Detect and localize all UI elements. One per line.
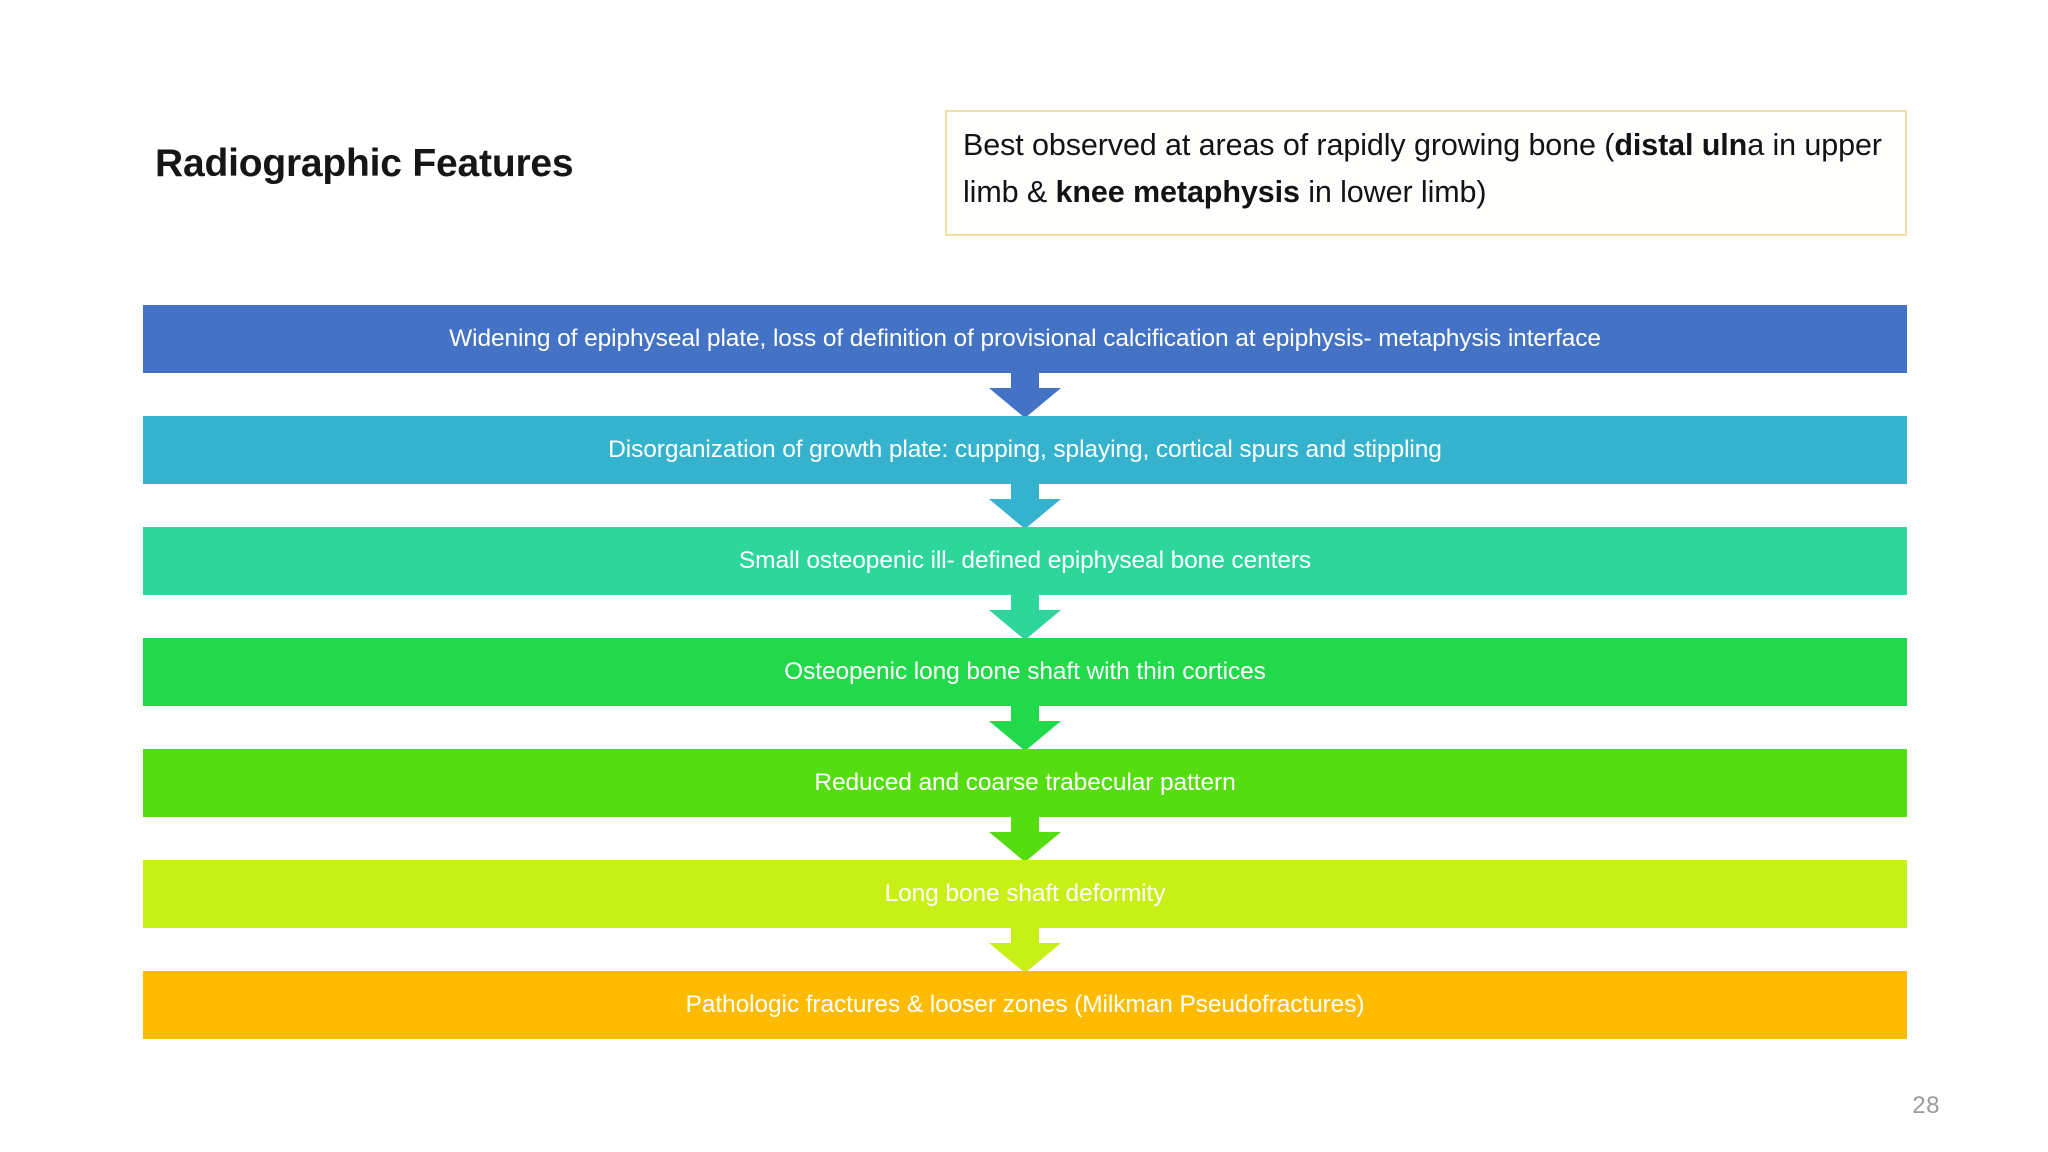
callout-segment: knee metaphysis <box>1055 175 1300 209</box>
flow-step-label: Disorganization of growth plate: cupping… <box>608 435 1442 463</box>
arrow-down-icon <box>983 926 1067 974</box>
flow-step-bar[interactable]: Small osteopenic ill- defined epiphyseal… <box>143 527 1907 595</box>
page-number: 28 <box>1912 1092 1940 1119</box>
flow-step-bar[interactable]: Osteopenic long bone shaft with thin cor… <box>143 638 1907 706</box>
flow-step: Small osteopenic ill- defined epiphyseal… <box>143 527 1907 641</box>
flow-step-bar[interactable]: Disorganization of growth plate: cupping… <box>143 416 1907 484</box>
arrow-down-icon <box>983 704 1067 752</box>
flow-step-bar[interactable]: Long bone shaft deformity <box>143 860 1907 928</box>
callout-segment: distal uln <box>1614 128 1748 162</box>
flow-step-bar[interactable]: Pathologic fractures & looser zones (Mil… <box>143 971 1907 1039</box>
flow-step: Reduced and coarse trabecular pattern <box>143 749 1907 863</box>
flow-diagram: Widening of epiphyseal plate, loss of de… <box>143 305 1907 1039</box>
flow-step-label: Small osteopenic ill- defined epiphyseal… <box>738 546 1312 574</box>
arrow-down-icon <box>983 593 1067 641</box>
flow-step: Long bone shaft deformity <box>143 860 1907 974</box>
flow-step-label: Pathologic fractures & looser zones (Mil… <box>685 990 1365 1018</box>
flow-step-label: Osteopenic long bone shaft with thin cor… <box>784 657 1266 685</box>
arrow-down-icon <box>983 482 1067 530</box>
page-title: Radiographic Features <box>155 142 574 185</box>
flow-step-bar[interactable]: Widening of epiphyseal plate, loss of de… <box>143 305 1907 373</box>
callout-text: Best observed at areas of rapidly growin… <box>963 122 1891 216</box>
flow-step: Widening of epiphyseal plate, loss of de… <box>143 305 1907 419</box>
callout-segment: Best observed at areas of rapidly growin… <box>963 128 1615 162</box>
flow-step: Disorganization of growth plate: cupping… <box>143 416 1907 530</box>
flow-step-bar[interactable]: Reduced and coarse trabecular pattern <box>143 749 1907 817</box>
arrow-down-icon <box>983 371 1067 419</box>
flow-step: Pathologic fractures & looser zones (Mil… <box>143 971 1907 1039</box>
callout-segment: in lower limb) <box>1299 175 1487 209</box>
flow-step-label: Reduced and coarse trabecular pattern <box>814 768 1236 796</box>
flow-step-label: Widening of epiphyseal plate, loss of de… <box>449 324 1601 352</box>
callout-box: Best observed at areas of rapidly growin… <box>945 110 1907 236</box>
callout-segment: a in upper limb & <box>963 128 1882 209</box>
flow-step-label: Long bone shaft deformity <box>884 879 1166 907</box>
arrow-down-icon <box>983 815 1067 863</box>
flow-step: Osteopenic long bone shaft with thin cor… <box>143 638 1907 752</box>
